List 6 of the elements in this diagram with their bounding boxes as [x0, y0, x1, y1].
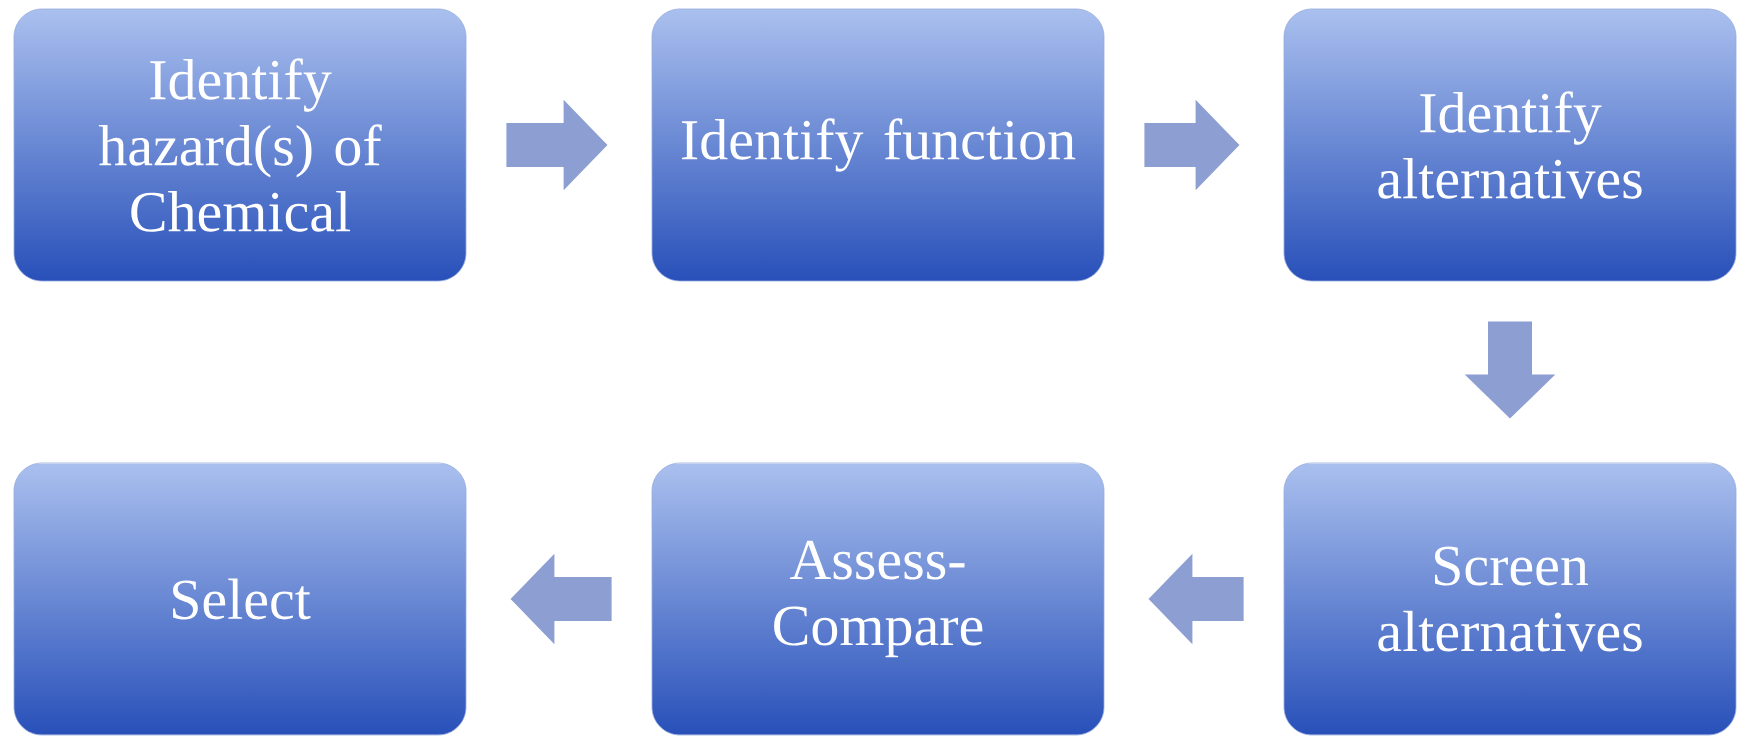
- process-box: Identify function: [651, 8, 1105, 282]
- process-box: Assess- Compare: [651, 462, 1105, 736]
- process-box: Select: [13, 462, 467, 736]
- process-box: Identify alternatives: [1283, 8, 1737, 282]
- process-box: Screen alternatives: [1283, 462, 1737, 736]
- process-box: Identify hazard(s) of Chemical: [13, 8, 467, 282]
